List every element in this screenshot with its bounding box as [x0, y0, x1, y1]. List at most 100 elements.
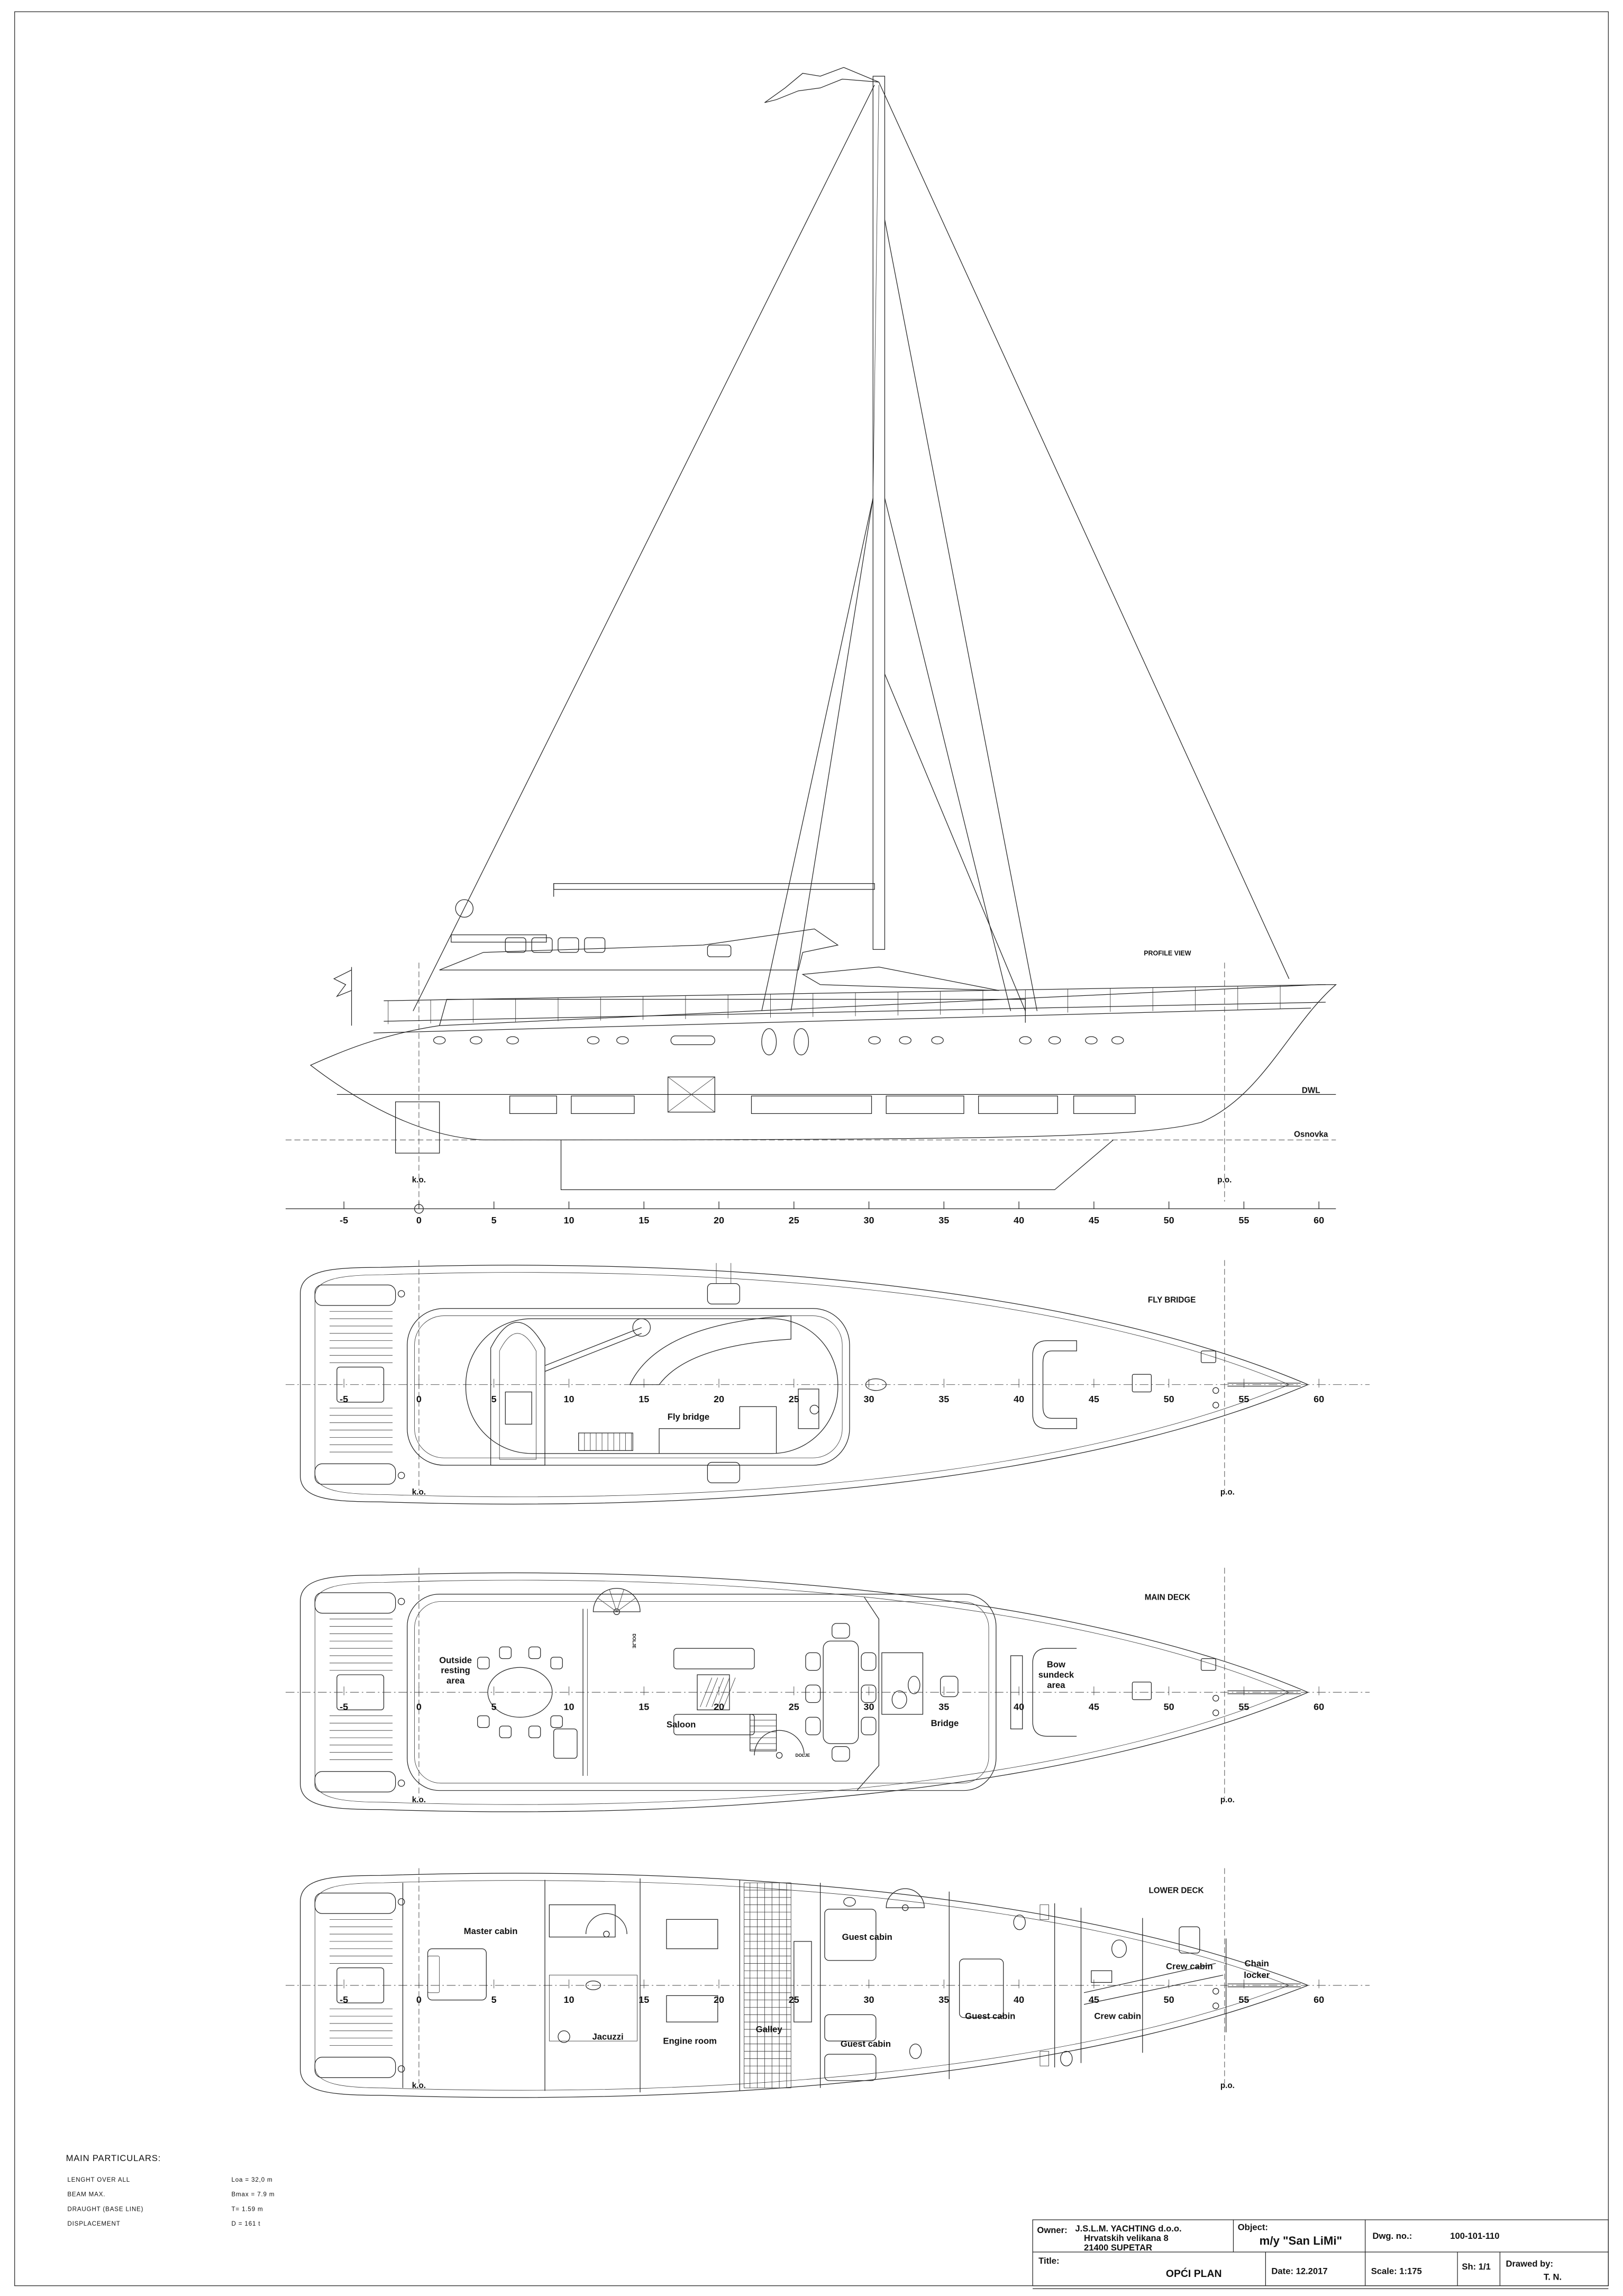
frame-number: 60	[1314, 1994, 1324, 2005]
bollard	[397, 1598, 405, 1605]
room-label-crew-cabin: Crew cabin	[1094, 2011, 1141, 2021]
frame-number: 25	[789, 1215, 799, 1226]
frame-number: 45	[1089, 1394, 1099, 1404]
pillows	[427, 1956, 440, 1993]
saloon-sofa	[673, 1714, 755, 1736]
toilet	[909, 2044, 922, 2059]
room-label-bridge: Bridge	[931, 1718, 959, 1728]
bimini	[451, 934, 547, 943]
dwg-label: Dwg. no.:	[1373, 2231, 1412, 2241]
stern-tender	[314, 1592, 396, 1614]
guest-bed	[959, 1958, 1004, 2018]
room-label-guest-cabin: Guest cabin	[965, 2011, 1015, 2021]
scale-value: Scale: 1:175	[1371, 2266, 1422, 2276]
room-label-crew-cabin: Crew cabin	[1166, 1961, 1213, 1971]
anchor-fitting	[1212, 1695, 1219, 1702]
seat-back	[558, 937, 579, 953]
chair	[477, 1657, 490, 1669]
saloon-sofa	[673, 1648, 755, 1669]
stair-post	[902, 1904, 909, 1911]
railing-top	[384, 984, 1326, 1001]
sheer-stripe	[373, 1008, 1311, 1033]
spiral-stair	[886, 1888, 925, 1908]
particular-value: T= 1.59 m	[231, 2206, 263, 2212]
bollard	[397, 1780, 405, 1787]
fwd-perpendicular-label: p.o.	[1217, 1176, 1232, 1185]
crew-bunk-end	[1179, 1926, 1200, 1954]
bow-hatch	[1132, 1374, 1152, 1393]
tank-compartment	[571, 1095, 635, 1114]
frame-number: 60	[1314, 1394, 1324, 1404]
x	[668, 1076, 715, 1112]
stair-note: DOLJE	[632, 1633, 637, 1648]
stair-tread	[597, 1598, 617, 1612]
wash-basin	[585, 1981, 601, 1990]
stern-tender	[314, 1892, 396, 1914]
outside-table	[487, 1667, 553, 1718]
helm-wheel	[809, 1404, 819, 1414]
stair-tread	[609, 1589, 617, 1612]
dwg-value: 100-101-110	[1450, 2231, 1499, 2241]
room-label-engine-room: Engine room	[663, 2036, 717, 2046]
wash-basin	[908, 1676, 920, 1694]
engine	[666, 1995, 718, 2022]
title-label: Title:	[1038, 2256, 1059, 2266]
frame-number: 0	[416, 1701, 422, 1712]
stern-tender	[314, 1771, 396, 1793]
frame-number: 10	[563, 1215, 574, 1226]
spiral-stair	[592, 1587, 641, 1612]
frame-number: 30	[864, 1394, 874, 1404]
helm-console	[798, 1389, 819, 1429]
stern-tender	[314, 1463, 396, 1485]
frame-number: 0	[416, 1994, 422, 2005]
stair-post	[776, 1752, 783, 1759]
frame-number: 60	[1314, 1701, 1324, 1712]
title-block-frame	[1032, 2219, 1609, 2286]
bar-unit	[553, 1728, 578, 1759]
anchor-fitting	[1212, 1402, 1219, 1409]
dining-chair	[861, 1684, 877, 1703]
frame-number: 40	[1014, 1394, 1024, 1404]
spiral-stair	[754, 1730, 805, 1756]
day-head	[881, 1652, 924, 1715]
frame-number: 25	[789, 1394, 799, 1404]
frame-number: 10	[563, 1994, 574, 2005]
sheet-value: Sh: 1/1	[1462, 2262, 1490, 2272]
flag	[764, 67, 879, 103]
crew-bunk-line	[1083, 1974, 1224, 2005]
rudder	[395, 1101, 440, 1154]
crew-bunk-line	[1083, 1963, 1216, 1993]
frame-number: 20	[714, 1994, 724, 2005]
particular-label: LENGHT OVER ALL	[67, 2176, 130, 2183]
frame-number: 50	[1164, 1994, 1174, 2005]
particular-label: DISPLACEMENT	[67, 2220, 120, 2227]
hatch	[707, 945, 732, 957]
chair	[499, 1726, 512, 1738]
stair-tread	[616, 1598, 636, 1612]
frame-number: 5	[491, 1215, 497, 1226]
room-label-jacuzzi: Jacuzzi	[592, 2031, 624, 2041]
room-label-bow-sundeck: sundeck	[1038, 1669, 1074, 1680]
object-value: m/y "San LiMi"	[1260, 2234, 1342, 2247]
frame-number: 55	[1238, 1394, 1249, 1404]
particular-value: D = 161 t	[231, 2220, 260, 2227]
porthole	[1019, 1036, 1032, 1045]
bow-seat	[1032, 1340, 1077, 1429]
inner-forestay	[884, 220, 1038, 1011]
frame-number: 30	[864, 1701, 874, 1712]
hatch-line	[712, 1677, 724, 1708]
closet	[1040, 2051, 1049, 2066]
hatch-line	[700, 1677, 713, 1708]
shroud	[884, 674, 1026, 1011]
drawn-value: T. N.	[1544, 2272, 1562, 2282]
bow-seat	[1032, 1648, 1077, 1737]
tender-inner	[499, 1333, 536, 1460]
anchor-fitting	[1212, 1387, 1219, 1394]
frame-number: 15	[639, 1701, 649, 1712]
frame-number: 50	[1164, 1701, 1174, 1712]
galley-counter	[794, 1941, 812, 2022]
frame-number: 45	[1089, 1215, 1099, 1226]
